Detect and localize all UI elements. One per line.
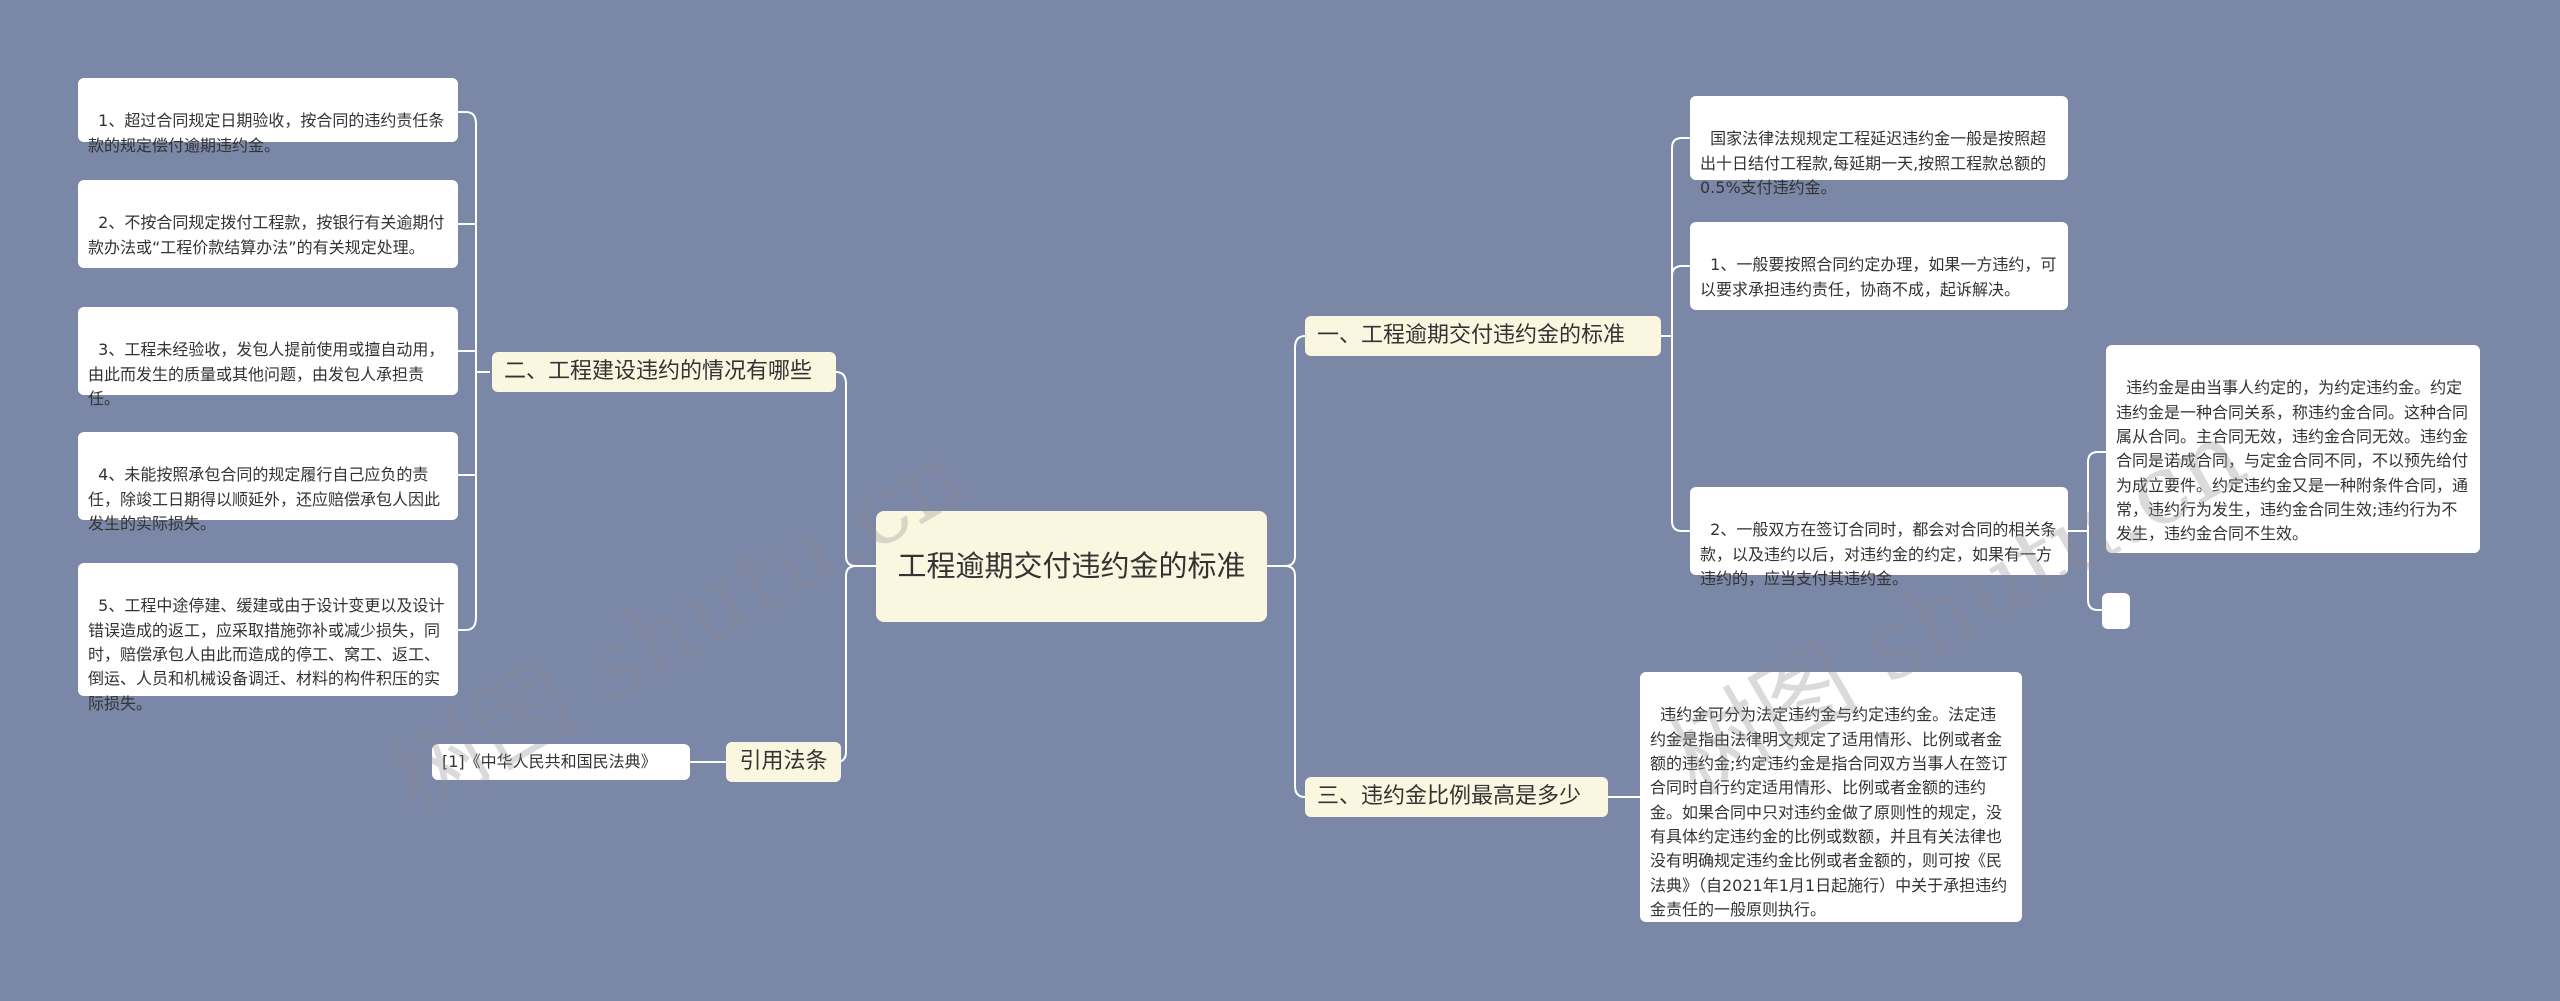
citation-item-1-text: [1]《中华人民共和国民法典》 (442, 751, 657, 771)
ratio-item-1-text: 违约金可分为法定违约金与约定违约金。法定违约金是指由法律明文规定了适用情形、比例… (1650, 705, 2008, 919)
connector-situation-5 (458, 616, 477, 631)
branch-citation-label: 引用法条 (739, 748, 828, 774)
connector-root-standard (1267, 335, 1306, 567)
standard-item-1[interactable]: 国家法律法规规定工程延迟违约金一般是按照超出十日结付工程款,每延期一天,按照工程… (1690, 96, 2068, 197)
branch-ratio[interactable]: 三、违约金比例最高是多少 (1305, 777, 1608, 817)
branch-situations[interactable]: 二、工程建设违约的情况有哪些 (492, 352, 836, 392)
root-title: 工程逾期交付违约金的标准 (897, 549, 1246, 584)
standard-item-1-text: 国家法律法规规定工程延迟违约金一般是按照超出十日结付工程款,每延期一天,按照工程… (1700, 129, 2047, 197)
connector-standard-2 (1671, 265, 1690, 336)
ratio-item-1[interactable]: 违约金可分为法定违约金与约定违约金。法定违约金是指由法律明文规定了适用情形、比例… (1640, 672, 2022, 922)
connector-root-ratio (1267, 565, 1306, 798)
situation-item-1[interactable]: 1、超过合同规定日期验收，按合同的违约责任条款的规定偿付逾期违约金。 (78, 78, 458, 155)
situation-item-4-text: 4、未能按照承包合同的规定履行自己应负的责任，除竣工日期得以顺延外，还应赔偿承包… (88, 465, 441, 533)
connector-standard-1 (1671, 137, 1690, 336)
standard-sub-item-1-text: 违约金是由当事人约定的，为约定违约金。约定违约金是一种合同关系，称违约金合同。这… (2116, 378, 2469, 544)
standard-item-2[interactable]: 1、一般要按照合同约定办理，如果一方违约，可以要求承担违约责任，协商不成，起诉解… (1690, 222, 2068, 310)
branch-ratio-label: 三、违约金比例最高是多少 (1317, 783, 1582, 809)
connector-situation-1 (458, 111, 477, 617)
standard-item-2-text: 1、一般要按照合同约定办理，如果一方违约，可以要求承担违约责任，协商不成，起诉解… (1700, 255, 2057, 299)
standard-item-3[interactable]: 2、一般双方在签订合同时，都会对合同的相关条款，以及违约以后，对违约金的约定，如… (1690, 487, 2068, 588)
situation-item-4[interactable]: 4、未能按照承包合同的规定履行自己应负的责任，除竣工日期得以顺延外，还应赔偿承包… (78, 432, 458, 533)
citation-item-1[interactable]: [1]《中华人民共和国民法典》 (432, 744, 690, 780)
branch-standard[interactable]: 一、工程逾期交付违约金的标准 (1305, 316, 1661, 356)
standard-item-3-text: 2、一般双方在签订合同时，都会对合同的相关条款，以及违约以后，对违约金的约定，如… (1700, 520, 2057, 588)
situation-item-1-text: 1、超过合同规定日期验收，按合同的违约责任条款的规定偿付逾期违约金。 (88, 111, 445, 155)
branch-situations-label: 二、工程建设违约的情况有哪些 (504, 358, 813, 384)
connector-standard-3 (1671, 336, 1690, 532)
situation-item-5-text: 5、工程中途停建、缓建或由于设计变更以及设计错误造成的返工，应采取措施弥补或减少… (88, 596, 445, 713)
standard-sub-item-2[interactable] (2102, 593, 2130, 629)
situation-item-2[interactable]: 2、不按合同规定拨付工程款，按银行有关逾期付款办法或“工程价款结算办法”的有关规… (78, 180, 458, 268)
branch-citation[interactable]: 引用法条 (726, 742, 841, 782)
branch-standard-label: 一、工程逾期交付违约金的标准 (1317, 322, 1626, 348)
situation-item-3[interactable]: 3、工程未经验收，发包人提前使用或擅自动用，由此而发生的质量或其他问题，由发包人… (78, 307, 458, 408)
situation-item-5[interactable]: 5、工程中途停建、缓建或由于设计变更以及设计错误造成的返工，应采取措施弥补或减少… (78, 563, 458, 713)
situation-item-2-text: 2、不按合同规定拨付工程款，按银行有关逾期付款办法或“工程价款结算办法”的有关规… (88, 213, 445, 257)
situation-item-3-text: 3、工程未经验收，发包人提前使用或擅自动用，由此而发生的质量或其他问题，由发包人… (88, 340, 445, 408)
standard-sub-item-1[interactable]: 违约金是由当事人约定的，为约定违约金。约定违约金是一种合同关系，称违约金合同。这… (2106, 345, 2480, 553)
root-topic[interactable]: 工程逾期交付违约金的标准 (876, 511, 1267, 622)
